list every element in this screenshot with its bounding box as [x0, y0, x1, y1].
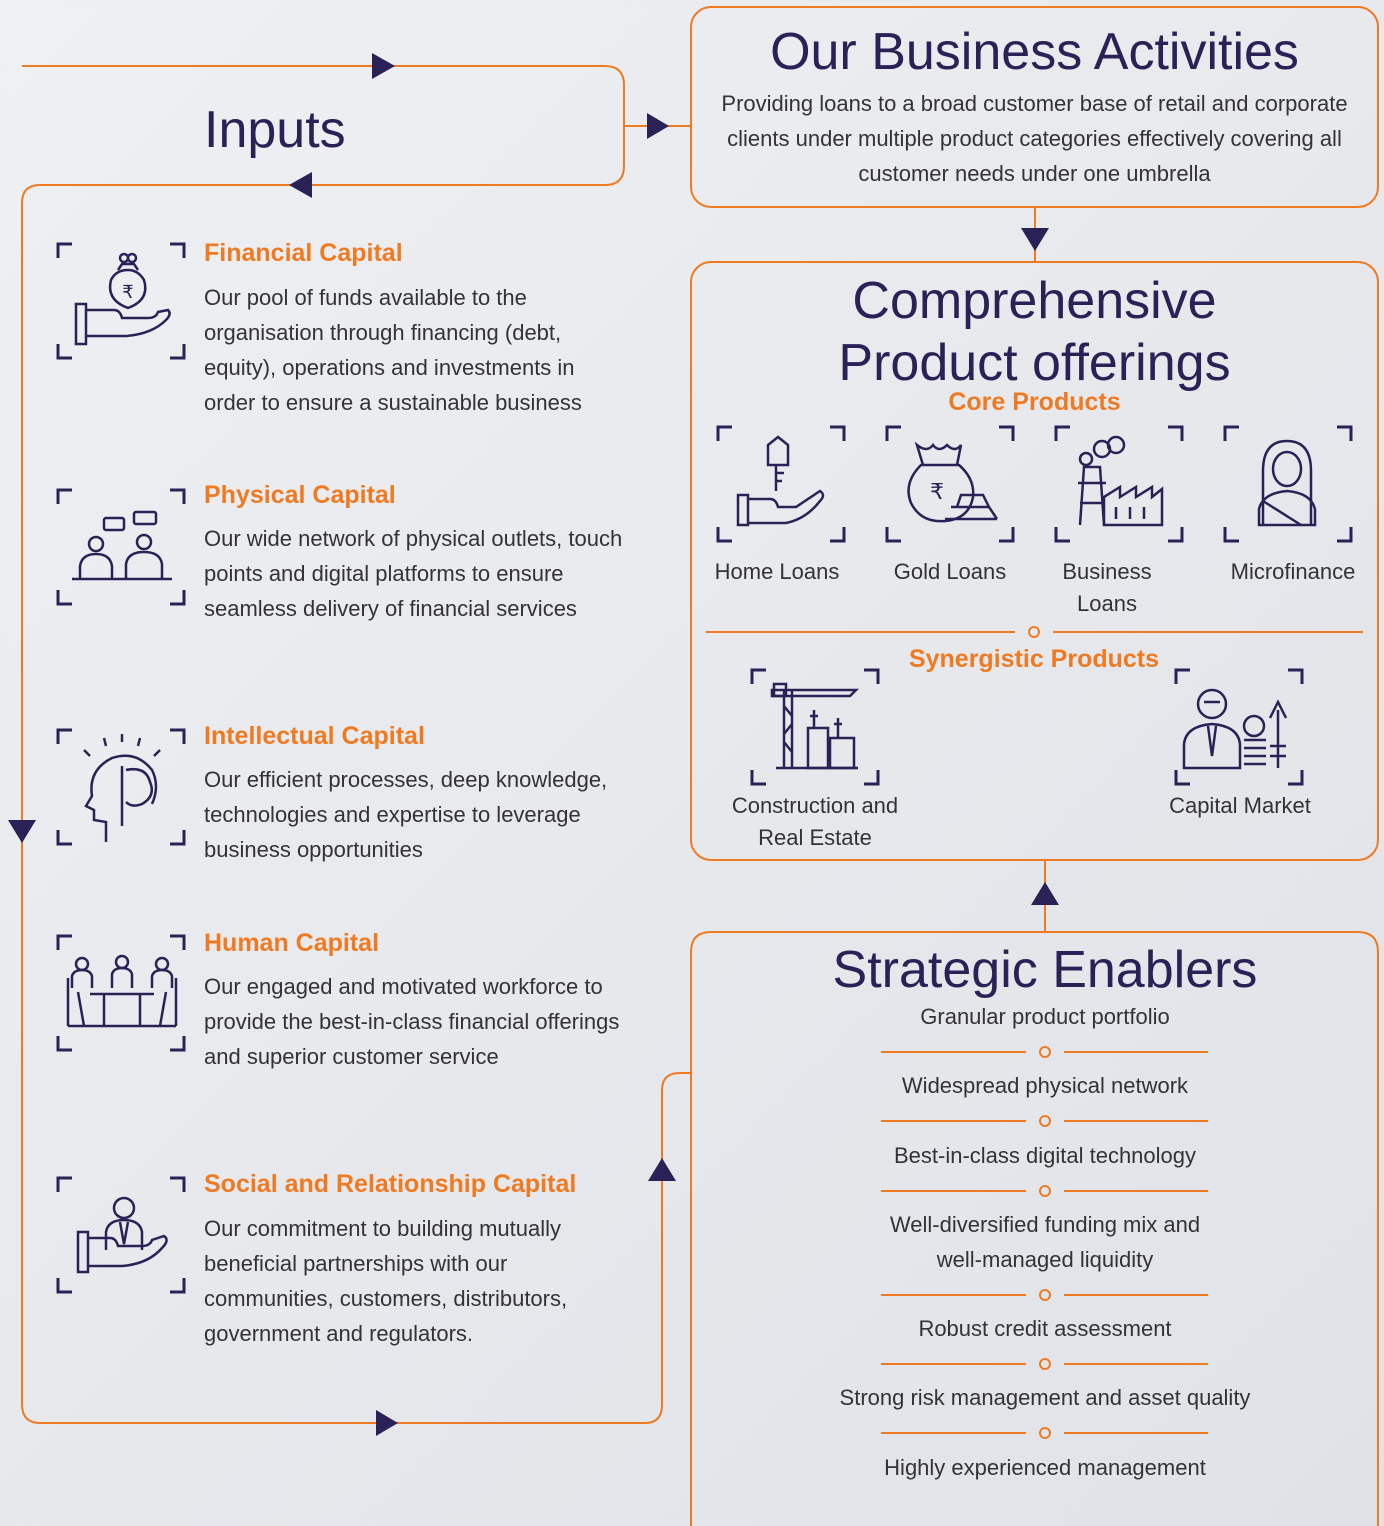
- arrow-up-icon: [648, 1158, 676, 1181]
- synergistic-product-label: Real Estate: [758, 825, 872, 850]
- arrow-down-icon: [1021, 228, 1049, 251]
- synergistic-product-label: Construction and: [731, 793, 899, 818]
- enabler-item: Highly experienced management: [884, 1455, 1206, 1480]
- capital-text: Our commitment to building mutually bene…: [204, 1216, 568, 1346]
- woman-icon: [1223, 425, 1353, 543]
- enabler-item: well-managed liquidity: [936, 1247, 1154, 1272]
- arrow-left-icon: [289, 172, 312, 198]
- synergistic-products-heading: Synergistic Products: [908, 645, 1160, 673]
- core-product-label: Microfinance: [1230, 559, 1356, 584]
- core-products-heading: Core Products: [948, 388, 1121, 416]
- arrow-right-icon: [376, 1410, 398, 1436]
- factory-icon: [1054, 425, 1184, 543]
- capital-text: Our pool of funds available to the organ…: [204, 285, 582, 415]
- arrow-down-icon: [8, 820, 36, 843]
- capital-heading: Physical Capital: [204, 481, 396, 509]
- enabler-item: Best-in-class digital technology: [893, 1143, 1197, 1168]
- investor-growth-icon: [1174, 668, 1304, 786]
- arrow-right-icon: [647, 113, 669, 139]
- core-product-label: Gold Loans: [893, 559, 1007, 584]
- enablers-title: Strategic Enablers: [832, 941, 1258, 999]
- arrow-right-icon: [372, 53, 395, 79]
- svg-text:₹: ₹: [122, 282, 133, 303]
- construction-crane-icon: [750, 668, 880, 786]
- capital-heading: Intellectual Capital: [204, 722, 425, 750]
- capital-heading: Social and Relationship Capital: [204, 1170, 577, 1198]
- enabler-item: Granular product portfolio: [920, 1004, 1170, 1029]
- enabler-item: Widespread physical network: [901, 1073, 1189, 1098]
- capital-heading: Human Capital: [204, 929, 380, 957]
- person-hand-icon: [56, 1176, 186, 1294]
- products-title-line2: Product offerings: [838, 334, 1231, 392]
- people-chat-icon: [56, 488, 186, 606]
- inputs-title: Inputs: [204, 101, 346, 159]
- capital-text: Our engaged and motivated workforce to p…: [204, 974, 620, 1069]
- head-brain-icon: [56, 728, 186, 846]
- enabler-item: Strong risk management and asset quality: [839, 1385, 1251, 1410]
- arrow-up-icon: [1031, 882, 1059, 905]
- enabler-item: Robust credit assessment: [918, 1316, 1172, 1341]
- enabler-item: Well-diversified funding mix and: [889, 1212, 1201, 1237]
- products-title-line1: Comprehensive: [852, 272, 1217, 330]
- svg-text:₹: ₹: [930, 480, 944, 505]
- business-title: Our Business Activities: [770, 23, 1299, 81]
- money-bag-hand-icon: ₹: [56, 242, 186, 360]
- house-key-icon: [716, 425, 846, 543]
- business-text: Providing loans to a broad customer base…: [721, 91, 1348, 186]
- gold-bag-icon: ₹: [885, 425, 1015, 543]
- capital-text: Our wide network of physical outlets, to…: [204, 526, 623, 621]
- capital-text: Our efficient processes, deep knowledge,…: [204, 767, 608, 862]
- core-product-label: Business: [1062, 559, 1152, 584]
- capital-heading: Financial Capital: [204, 239, 403, 267]
- core-product-label: Loans: [1077, 591, 1137, 616]
- meeting-table-icon: [56, 934, 186, 1052]
- core-product-label: Home Loans: [714, 559, 840, 584]
- synergistic-product-label: Capital Market: [1169, 793, 1311, 818]
